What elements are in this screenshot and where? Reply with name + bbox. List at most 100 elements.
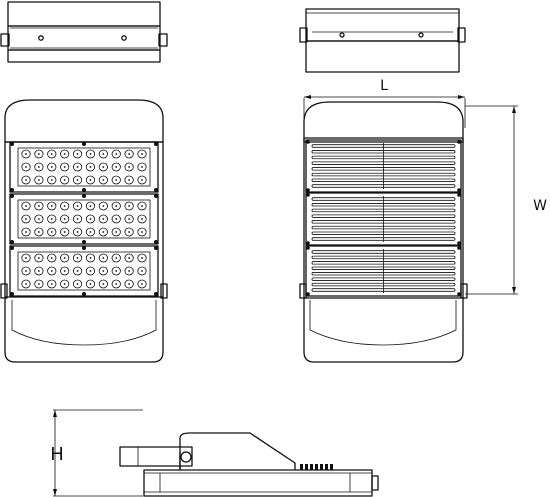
led-lens <box>72 266 83 276</box>
led-chip <box>76 218 79 220</box>
led-lens <box>60 227 70 237</box>
led-lens <box>21 253 31 263</box>
led-chip <box>102 166 105 168</box>
led-chip <box>25 179 27 181</box>
led-chip <box>63 257 66 259</box>
led-lens <box>124 227 134 237</box>
led-lens <box>124 253 134 263</box>
led-chip <box>141 257 143 259</box>
module-screw <box>154 194 158 198</box>
led-lens <box>34 162 44 172</box>
side-fin <box>310 464 313 470</box>
led-lens <box>124 149 134 159</box>
side-view <box>119 432 379 497</box>
module-screw <box>10 142 14 146</box>
led-chip <box>89 257 92 259</box>
led-chip <box>37 283 40 285</box>
side-fin <box>305 464 308 470</box>
heatsink-screw <box>457 188 461 192</box>
module-screw <box>82 240 86 244</box>
led-chip <box>25 231 27 233</box>
led-chip <box>76 179 79 181</box>
led-chip <box>89 231 92 233</box>
module-screw <box>82 142 86 146</box>
led-chip <box>141 205 143 207</box>
led-chip <box>25 153 27 155</box>
dimension-height: H <box>50 409 143 497</box>
led-lens <box>21 201 31 211</box>
led-lens <box>85 227 96 237</box>
led-lens <box>85 162 96 172</box>
led-chip <box>63 231 66 233</box>
led-chip <box>76 231 79 233</box>
led-lens <box>34 149 44 159</box>
led-lens <box>98 253 108 263</box>
led-lens <box>60 149 70 159</box>
led-chip <box>89 218 92 220</box>
led-lens <box>60 175 70 185</box>
led-lens <box>47 266 57 276</box>
led-lens <box>137 214 147 224</box>
led-module-frame <box>9 193 159 245</box>
led-lens <box>111 266 121 276</box>
led-chip <box>115 166 118 168</box>
led-lens <box>34 214 44 224</box>
heatsink-modules <box>305 139 462 297</box>
led-chip <box>128 205 131 207</box>
led-chip <box>128 153 131 155</box>
module-screw <box>154 188 158 192</box>
led-chip <box>63 270 66 272</box>
led-lens <box>111 279 121 289</box>
led-module-lens <box>17 199 151 239</box>
led-chip <box>89 205 92 207</box>
led-lens <box>72 227 83 237</box>
led-chip <box>25 270 27 272</box>
led-lens <box>111 201 121 211</box>
led-lens <box>47 279 57 289</box>
module-screw <box>82 246 86 250</box>
led-lens <box>111 227 121 237</box>
led-chip <box>89 179 92 181</box>
heatsink-frame <box>305 192 462 246</box>
led-chip <box>128 283 131 285</box>
led-chip <box>50 231 53 233</box>
led-lens <box>21 162 31 172</box>
led-chip <box>76 205 79 207</box>
led-chip <box>115 218 118 220</box>
led-lens <box>137 266 147 276</box>
led-lens <box>72 214 83 224</box>
led-chip <box>50 283 53 285</box>
led-chip <box>76 153 79 155</box>
led-lens <box>60 162 70 172</box>
led-module-lens <box>17 251 151 291</box>
led-chip <box>102 218 105 220</box>
heatsink-screw <box>457 193 461 197</box>
side-fin <box>300 464 303 470</box>
led-lens <box>111 253 121 263</box>
led-chip <box>76 270 79 272</box>
led-chip <box>37 179 40 181</box>
led-lens <box>98 266 108 276</box>
led-chip <box>115 270 118 272</box>
led-lens <box>124 162 134 172</box>
led-chip <box>115 153 118 155</box>
led-lens <box>124 201 134 211</box>
led-chip <box>102 153 105 155</box>
led-lens <box>60 201 70 211</box>
led-modules <box>9 141 159 297</box>
led-chip <box>89 153 92 155</box>
led-chip <box>63 283 66 285</box>
led-lens <box>137 149 147 159</box>
led-lens <box>137 162 147 172</box>
module-screw <box>10 292 14 296</box>
led-lens <box>21 175 31 185</box>
led-lens <box>137 201 147 211</box>
heatsink-screw <box>306 193 310 197</box>
led-chip <box>63 179 66 181</box>
led-lens <box>72 279 83 289</box>
led-lens <box>85 201 96 211</box>
heatsink-screw <box>457 292 461 296</box>
led-chip <box>115 283 118 285</box>
front-view-led <box>0 99 168 363</box>
